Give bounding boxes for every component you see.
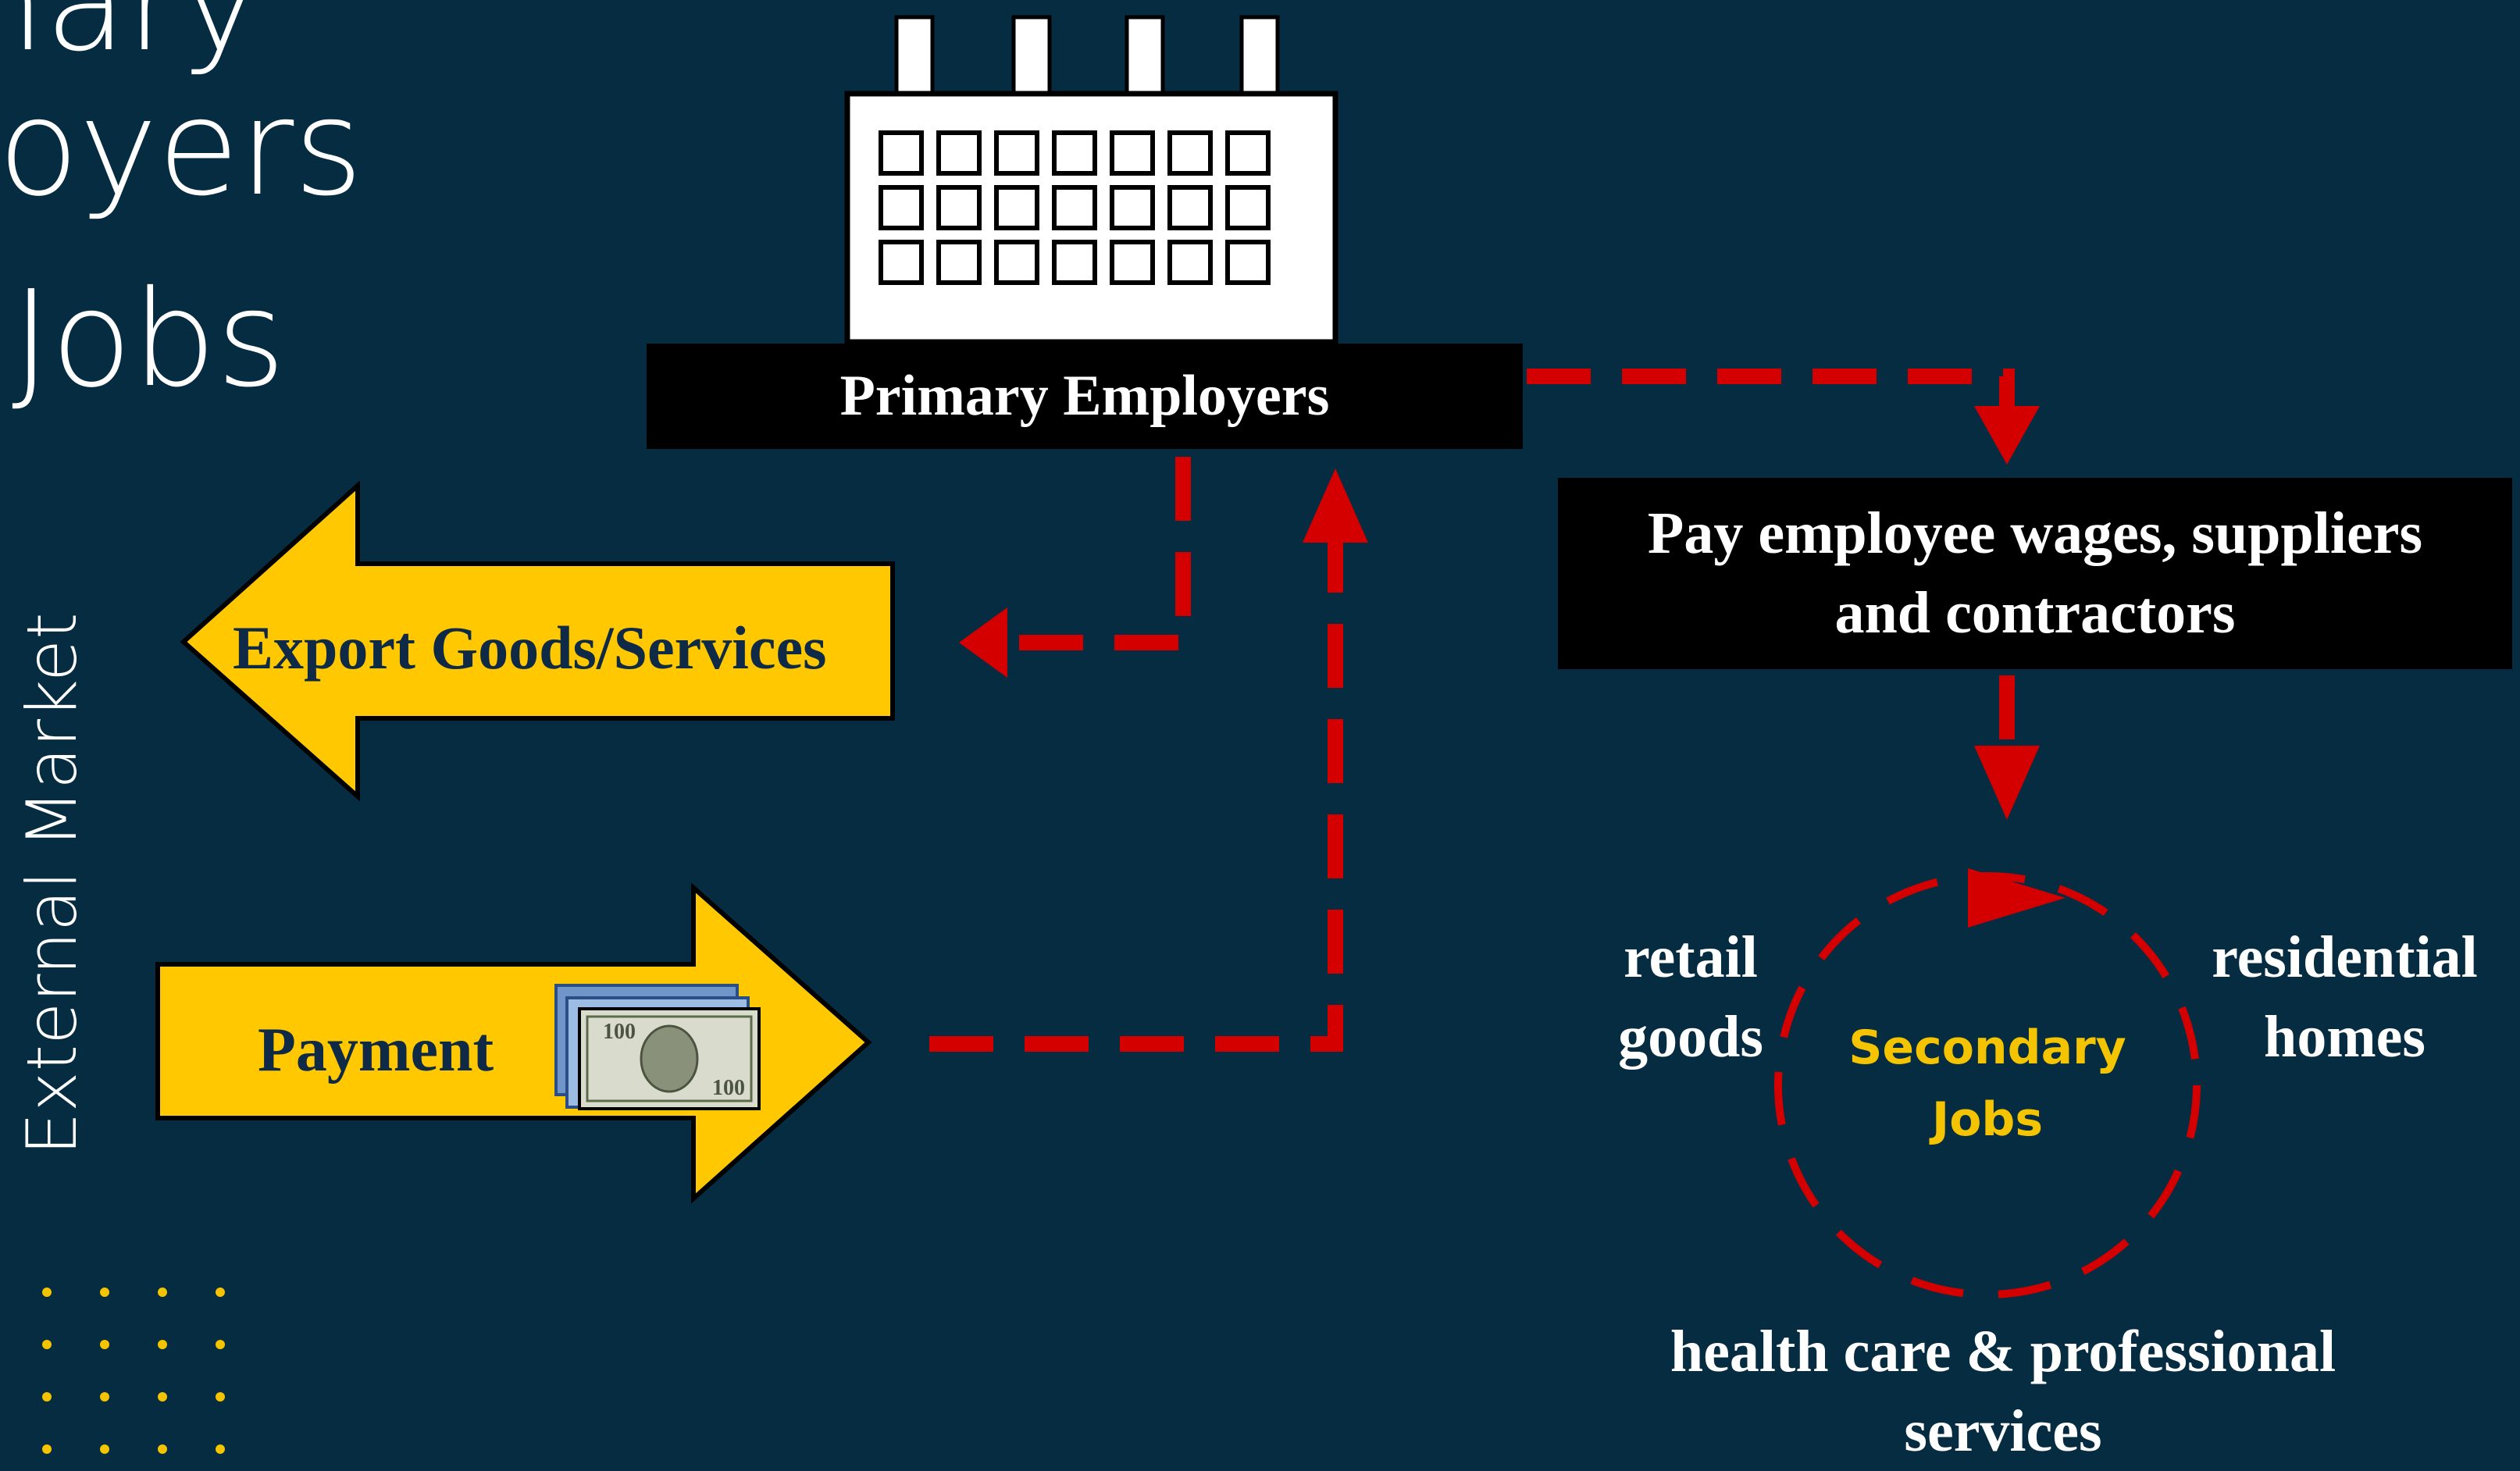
flow-to-pay-box (1527, 369, 2015, 414)
payment-label: Payment (258, 1016, 494, 1085)
factory-window (1225, 240, 1271, 285)
factory-window (1052, 130, 1097, 176)
factory-window (936, 130, 982, 176)
factory-window (1225, 130, 1271, 176)
factory-window (1167, 130, 1213, 176)
factory-window (936, 240, 982, 285)
factory-window (994, 130, 1039, 176)
export-arrow (180, 480, 895, 802)
residential-line-1: residential (2212, 924, 2478, 990)
retail-line-2: goods (1618, 1004, 1763, 1070)
health-line-1: health care & professional (1670, 1319, 2336, 1384)
dot-grid-decoration (42, 1288, 225, 1454)
svg-text:100: 100 (712, 1076, 745, 1100)
decoration-dot (158, 1392, 167, 1402)
money-icon: 100 100 (554, 984, 761, 1110)
decoration-dot (216, 1392, 225, 1402)
factory-window (1167, 185, 1213, 230)
factory-window (879, 240, 924, 285)
factory-window (1167, 240, 1213, 285)
factory-window (1110, 240, 1155, 285)
factory-window (1052, 240, 1097, 285)
decoration-dot (216, 1340, 225, 1349)
health-line-2: services (1904, 1398, 2102, 1464)
payment-arrow (155, 882, 872, 1204)
svg-text:100: 100 (603, 1020, 636, 1044)
decoration-dot (216, 1288, 225, 1297)
residential-line-2: homes (2264, 1004, 2426, 1070)
residential-homes-label: residential homes (2179, 917, 2511, 1077)
title-line-3: Jobs (12, 262, 286, 417)
decoration-dot (42, 1340, 52, 1349)
flow-lines (929, 369, 2015, 1052)
decoration-dot (100, 1444, 109, 1454)
decoration-dot (42, 1288, 52, 1297)
pay-wages-line-2: and contractors (1834, 580, 2236, 646)
factory-window (936, 185, 982, 230)
secondary-jobs-line-1: Secondary (1848, 1020, 2126, 1075)
secondary-jobs-ring (1774, 872, 2201, 1298)
decoration-dot (216, 1444, 225, 1454)
primary-employers-box: Primary Employers (647, 344, 1523, 449)
factory-window (879, 185, 924, 230)
health-care-label: health care & professional services (1554, 1312, 2452, 1471)
factory-window (1110, 185, 1155, 230)
factory-window (994, 240, 1039, 285)
decoration-dot (100, 1288, 109, 1297)
flow-arrowheads (959, 406, 2066, 928)
flow-payment-to-employers (929, 539, 1343, 1052)
factory-window (879, 130, 924, 176)
decoration-dot (158, 1288, 167, 1297)
pay-wages-box: Pay employee wages, suppliers and contra… (1558, 478, 2512, 669)
primary-employers-label: Primary Employers (839, 364, 1330, 428)
secondary-jobs-line-2: Jobs (1931, 1092, 2044, 1147)
factory-window (994, 185, 1039, 230)
factory-window (1225, 185, 1271, 230)
flow-to-export (996, 457, 1191, 650)
decoration-dot (100, 1340, 109, 1349)
decoration-dot (158, 1340, 167, 1349)
pay-wages-line-1: Pay employee wages, suppliers (1647, 500, 2423, 566)
retail-line-1: retail (1624, 924, 1758, 990)
decoration-dot (158, 1444, 167, 1454)
factory-icon (844, 15, 1338, 345)
factory-window (1052, 185, 1097, 230)
title-line-1: nary (0, 0, 260, 81)
decoration-dot (100, 1392, 109, 1402)
secondary-jobs-label: Secondary Jobs (1831, 1012, 2144, 1156)
export-goods-label: Export Goods/Services (233, 614, 827, 682)
decoration-dot (42, 1392, 52, 1402)
decoration-dot (42, 1444, 52, 1454)
title-line-2: loyers (0, 71, 363, 226)
retail-goods-label: retail goods (1574, 917, 1808, 1077)
factory-window (1110, 130, 1155, 176)
